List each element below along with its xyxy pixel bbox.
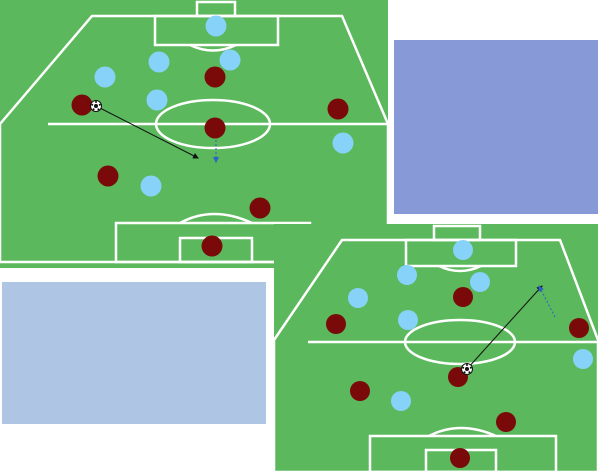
bottom-arc <box>428 426 497 438</box>
top-arc <box>438 264 482 273</box>
purple-placeholder-panel <box>394 40 598 214</box>
light-team-player <box>219 49 241 71</box>
dark-team-player <box>201 235 223 257</box>
light-team-player <box>348 288 368 308</box>
dark-team-player <box>453 287 473 307</box>
center-circle <box>403 318 517 366</box>
light-team-player <box>94 66 116 88</box>
light-team-player <box>140 175 162 197</box>
dark-team-player <box>204 66 226 88</box>
light-team-player <box>398 310 418 330</box>
top-goal-box <box>432 224 482 242</box>
light-team-player <box>397 265 417 285</box>
pass-arrow <box>466 285 543 370</box>
dark-team-player <box>327 98 349 120</box>
pitch-2-svg <box>274 224 598 472</box>
dark-team-player <box>450 448 470 468</box>
pass-arrow <box>95 105 199 159</box>
light-team-player <box>148 51 170 73</box>
blue-placeholder-panel <box>2 282 266 424</box>
light-team-player <box>205 15 227 37</box>
dark-team-player <box>249 197 271 219</box>
dark-team-player <box>71 94 93 116</box>
dark-team-player <box>97 165 119 187</box>
run-arrow <box>538 285 556 318</box>
bottom-penalty-box <box>368 434 558 472</box>
pitch-diagram-1 <box>0 0 388 268</box>
light-team-player <box>332 132 354 154</box>
pitch-outline <box>0 14 388 264</box>
bottom-arc <box>179 212 253 225</box>
light-team-player <box>453 240 473 260</box>
top-arc <box>189 43 237 52</box>
center-circle <box>154 98 272 150</box>
pitch-outline <box>274 238 598 472</box>
soccer-ball-icon <box>90 100 102 112</box>
light-team-player <box>146 89 168 111</box>
light-team-player <box>573 349 593 369</box>
pitch-markings <box>0 0 388 264</box>
pitch-markings <box>274 224 598 472</box>
dark-team-player <box>496 412 516 432</box>
pitch-diagram-2 <box>274 224 598 472</box>
dark-team-player <box>350 381 370 401</box>
pitch-1-svg <box>0 0 388 268</box>
light-team-player <box>391 391 411 411</box>
dark-team-player <box>326 314 346 334</box>
light-team-player <box>470 272 490 292</box>
soccer-ball-icon <box>461 363 473 375</box>
dark-team-player <box>204 117 226 139</box>
dark-team-player <box>569 318 589 338</box>
